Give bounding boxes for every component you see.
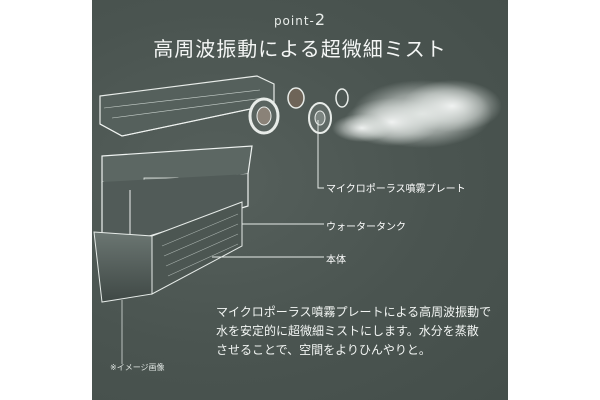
point-label: point-2 [92,10,508,29]
point-prefix: point- [273,14,315,28]
mist-cloud [332,80,502,148]
description: マイクロポーラス噴霧プレートによる高周波振動で 水を安定的に超微細ミストにします… [216,303,496,360]
headline: 高周波振動による超微細ミスト [153,37,447,61]
description-line-1: マイクロポーラス噴霧プレートによる高周波振動で [216,305,492,319]
callout-leader-lines [212,120,324,258]
water-tank [101,145,253,243]
plate-rings [248,87,349,135]
feature-panel: point-2 高周波振動による超微細ミスト [92,0,508,400]
description-line-3: させることで、空間をよりひんやりと。 [216,343,431,357]
callout-plate: マイクロポーラス噴霧プレート [326,184,466,195]
description-line-2: 水を安定的に超微細ミストにします。水分を蒸散 [216,324,479,338]
callout-body: 本体 [326,255,346,266]
image-note: ※イメージ画像 [110,363,165,372]
point-number: 2 [314,10,327,29]
callout-tank: ウォータータンク [326,222,406,233]
humidifier-exploded-illustration [93,75,502,364]
main-body [93,201,243,364]
